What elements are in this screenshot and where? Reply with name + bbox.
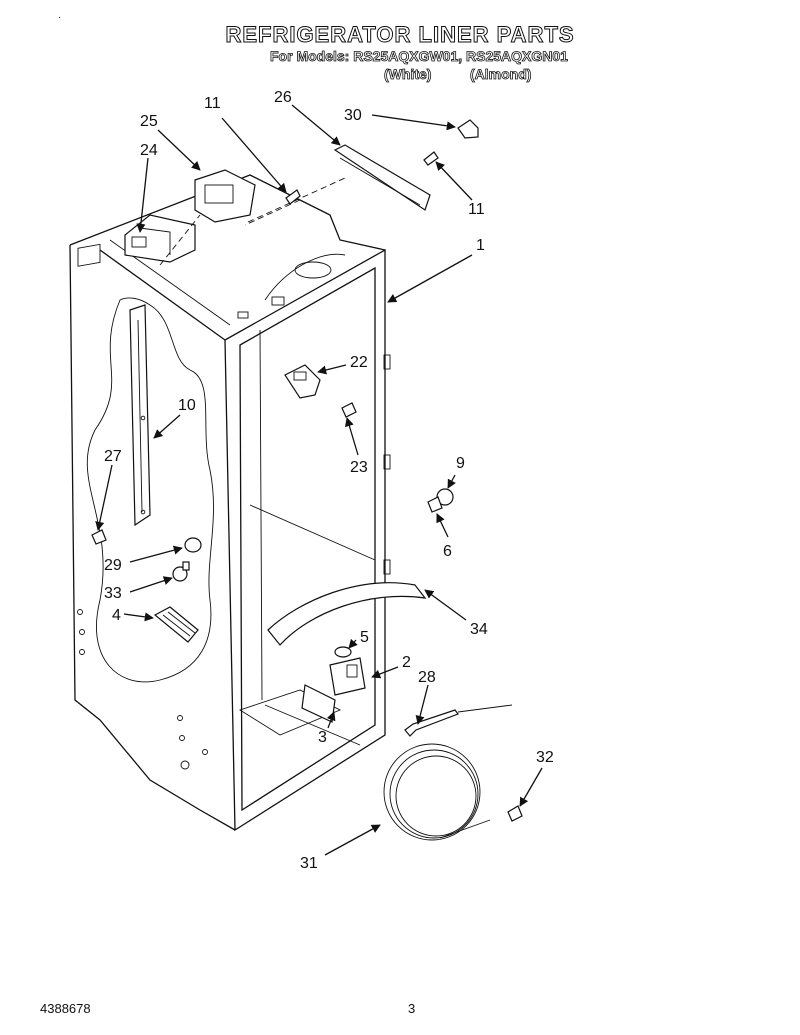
page-number: 3 [408,1001,416,1016]
part-23-screw [341,402,357,418]
part-2-bracket [329,657,366,696]
callout-33: 33 [104,585,122,602]
part-6-screw [427,496,443,513]
callout-11-right: 11 [468,201,485,218]
part-5-washer [334,646,352,658]
callout-5: 5 [360,629,369,646]
callout-22: 22 [350,354,368,371]
leader-lines [95,104,543,856]
callout-2: 2 [402,654,411,671]
part-28-tie [404,704,513,737]
callout-9: 9 [456,455,465,472]
part-34-cover [267,582,427,646]
part-11-screw-right [423,151,439,166]
part-25-bracket [194,169,256,223]
part-10-rail [129,304,151,527]
part-27-screw [91,529,107,545]
part-22-bracket [284,364,321,399]
callout-3: 3 [318,729,327,746]
callout-23: 23 [350,459,368,476]
part-30-clip [457,119,479,139]
callout-4: 4 [112,607,121,624]
part-4-grille [153,606,199,643]
callout-labels: 1 2 3 4 5 6 9 10 11 11 22 23 24 25 26 27… [104,89,554,872]
callout-1: 1 [476,237,485,254]
liner-cabinet [69,174,391,832]
page-title: REFRIGERATOR LINER PARTS [225,22,575,48]
callout-26: 26 [274,89,292,106]
callout-29: 29 [104,557,122,574]
callout-27: 27 [104,448,122,465]
part-32-screw [507,805,523,822]
document-number: 4388678 [40,1001,91,1016]
callout-31: 31 [300,855,318,872]
part-31-tubing [383,743,491,841]
part-3-bracket [301,684,336,723]
part-24-housing [124,214,196,263]
part-33-bulb [172,561,190,582]
callout-25: 25 [140,113,158,130]
callout-6: 6 [443,543,452,560]
corner-mark: · [58,12,62,23]
callout-10: 10 [178,397,196,414]
callout-24: 24 [140,142,158,159]
callout-11-top: 11 [204,95,221,112]
callout-28: 28 [418,669,436,686]
callout-34: 34 [470,621,488,638]
part-26-channel [333,144,431,211]
models-line: For Models: RS25AQXGW01, RS25AQXGN01 [270,48,569,65]
variant-white-label: (White) [384,66,432,83]
part-29-socket [184,537,202,553]
callout-30: 30 [344,107,362,124]
callout-32: 32 [536,749,554,766]
variant-almond-label: (Almond) [470,66,532,83]
part-11-screw-left [285,189,301,205]
